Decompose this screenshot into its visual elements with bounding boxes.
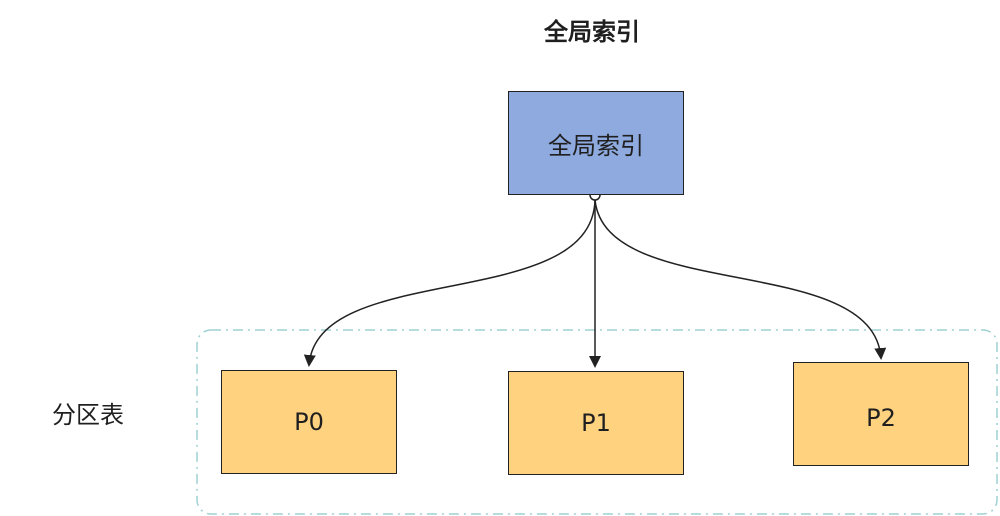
- blurred-watermark: [792, 458, 975, 484]
- connector-to-p0: [303, 199, 596, 367]
- partition-p0-box: P0: [221, 370, 397, 474]
- partition-p0-label: P0: [294, 408, 324, 436]
- partition-p1-label: P1: [581, 409, 611, 437]
- partition-table-container: [196, 329, 998, 515]
- partition-table-label: 分区表: [52, 401, 124, 429]
- partition-p1-box: P1: [508, 371, 684, 475]
- diagram-title: 全局索引: [544, 18, 640, 46]
- partition-p2-box: P2: [793, 362, 969, 466]
- global-index-box-label: 全局索引: [548, 131, 644, 160]
- connector-to-p2: [594, 199, 887, 360]
- global-index-box: 全局索引: [508, 91, 684, 195]
- partition-p2-label: P2: [866, 404, 896, 432]
